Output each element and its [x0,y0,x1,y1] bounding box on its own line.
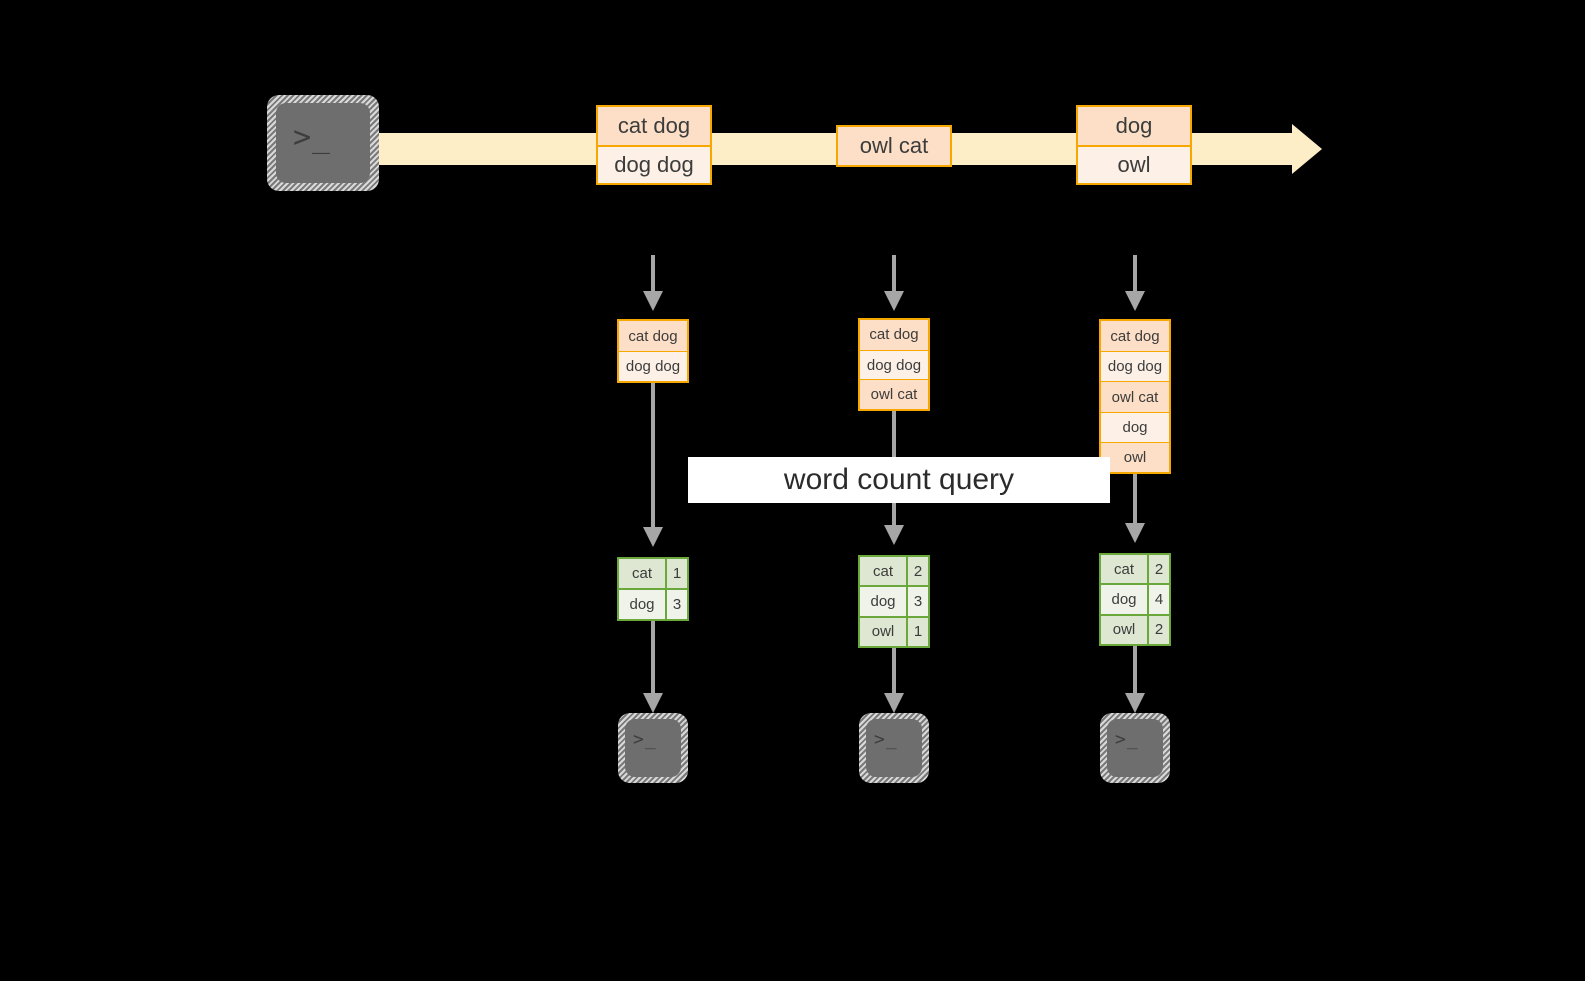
terminal-prompt-glyph: >_ [633,729,657,750]
count-cell: 4 [1147,585,1169,614]
word-cell: cat [619,559,665,588]
buffer-to-result-arrowhead [884,525,904,545]
stream-to-buffer-connector [651,255,655,293]
stream-to-buffer-connector [892,255,896,293]
buffer-to-result-connector [651,383,655,529]
buffer-line: dog dog [860,349,928,380]
sink-terminal-icon: >_ [859,713,929,783]
result-to-sink-connector [892,648,896,695]
stream-to-buffer-connector [1133,255,1137,293]
buffer-line: owl cat [860,379,928,410]
terminal-body [276,103,370,183]
stream-event-box: owl cat [836,125,952,167]
result-to-sink-arrowhead [1125,693,1145,713]
query-label-text: word count query [783,463,1015,496]
count-cell: 2 [1147,555,1169,584]
buffer-line: dog dog [619,351,687,381]
result-to-sink-connector [651,621,655,695]
stream-event-line: cat dog [598,107,710,145]
terminal-prompt-glyph: >_ [1115,729,1139,750]
buffer-line: dog [1101,411,1169,442]
word-cell: owl [1101,615,1147,644]
buffer-stack: cat dog dog dog [617,319,689,383]
buffer-to-result-connector [1133,474,1137,525]
sink-terminal-icon: >_ [618,713,688,783]
count-cell: 3 [906,587,928,616]
word-cell: dog [1101,585,1147,614]
table-row: dog 3 [619,588,687,619]
count-cell: 3 [665,590,687,619]
table-row: dog 3 [860,585,928,616]
buffer-stack: cat dog dog dog owl cat dog owl [1099,319,1171,474]
stream-event-line: dog [1078,107,1190,145]
word-count-result-table: cat 2 dog 4 owl 2 [1099,553,1171,646]
word-cell: cat [1101,555,1147,584]
stream-event-line: owl [1078,145,1190,183]
stream-event-box: dog owl [1076,105,1192,185]
word-count-result-table: cat 2 dog 3 owl 1 [858,555,930,648]
result-to-sink-connector [1133,646,1137,695]
table-row: owl 1 [860,615,928,646]
buffer-line: owl [1101,441,1169,473]
buffer-line: cat dog [619,321,687,351]
table-row: cat 1 [619,559,687,588]
word-cell: cat [860,557,906,586]
table-row: dog 4 [1101,583,1169,614]
count-cell: 2 [906,557,928,586]
buffer-stack: cat dog dog dog owl cat [858,318,930,411]
count-cell: 1 [665,559,687,588]
buffer-to-result-arrowhead [1125,523,1145,543]
stream-to-buffer-arrowhead [884,291,904,311]
source-terminal-icon: >_ [267,95,379,191]
word-cell: dog [860,587,906,616]
buffer-line: cat dog [1101,321,1169,352]
word-cell: owl [860,617,906,646]
table-row: cat 2 [1101,555,1169,584]
terminal-body [625,719,681,777]
buffer-line: cat dog [860,320,928,350]
table-row: owl 2 [1101,613,1169,644]
buffer-to-result-arrowhead [643,527,663,547]
stream-arrowhead [1292,124,1322,174]
buffer-line: dog dog [1101,351,1169,382]
count-cell: 2 [1147,615,1169,644]
stream-to-buffer-arrowhead [643,291,663,311]
query-label-band: word count query [688,457,1110,503]
stream-event-box: cat dog dog dog [596,105,712,185]
result-to-sink-arrowhead [643,693,663,713]
count-cell: 1 [906,617,928,646]
table-row: cat 2 [860,557,928,586]
word-cell: dog [619,590,665,619]
stream-event-line: owl cat [838,127,950,165]
buffer-line: owl cat [1101,381,1169,412]
word-count-result-table: cat 1 dog 3 [617,557,689,621]
sink-terminal-icon: >_ [1100,713,1170,783]
stream-event-line: dog dog [598,145,710,183]
stream-to-buffer-arrowhead [1125,291,1145,311]
result-to-sink-arrowhead [884,693,904,713]
terminal-body [866,719,922,777]
terminal-prompt-glyph: >_ [293,120,332,155]
terminal-body [1107,719,1163,777]
terminal-prompt-glyph: >_ [874,729,898,750]
